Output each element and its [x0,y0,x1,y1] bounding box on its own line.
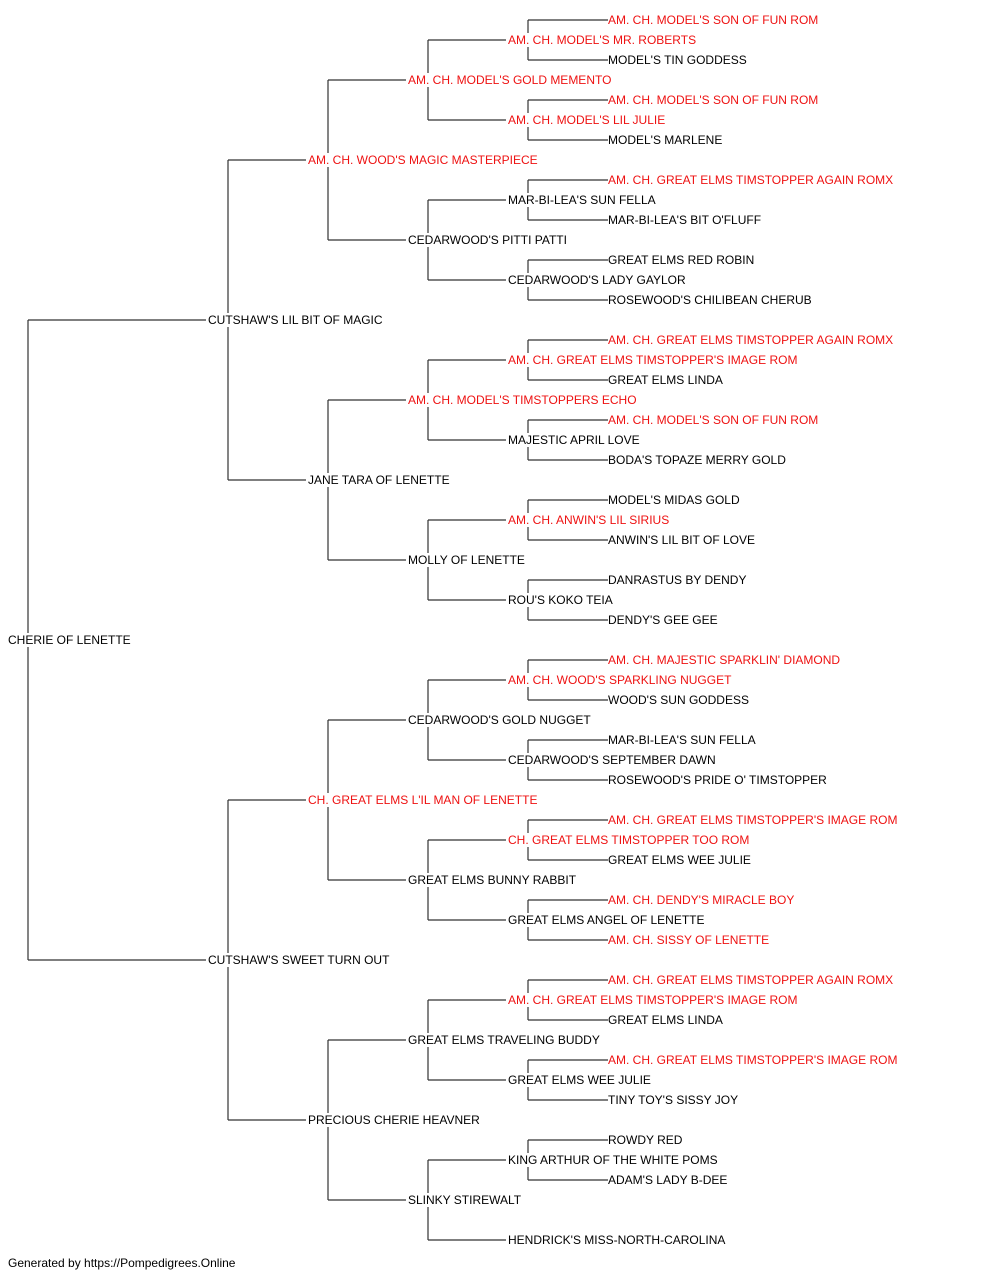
dog-name-gen4[interactable]: ROU'S KOKO TEIA [508,593,613,607]
dog-name-gen4[interactable]: AM. CH. ANWIN'S LIL SIRIUS [508,513,669,527]
dog-name-gen4[interactable]: MAJESTIC APRIL LOVE [508,433,640,447]
dog-name-gen3[interactable]: CEDARWOOD'S PITTI PATTI [408,233,567,247]
dog-name-gen5[interactable]: DANRASTUS BY DENDY [608,573,746,587]
dog-name-gen5[interactable]: MODEL'S TIN GODDESS [608,53,747,67]
dog-name-gen3[interactable]: CEDARWOOD'S GOLD NUGGET [408,713,591,727]
dog-name-gen5[interactable]: DENDY'S GEE GEE [608,613,718,627]
dog-name-gen5[interactable]: AM. CH. MODEL'S SON OF FUN ROM [608,13,818,27]
dog-name-gen5[interactable]: MAR-BI-LEA'S SUN FELLA [608,733,756,747]
dog-name-gen4[interactable]: HENDRICK'S MISS-NORTH-CAROLINA [508,1233,725,1247]
dog-name-gen5[interactable]: AM. CH. MODEL'S SON OF FUN ROM [608,413,818,427]
dog-name-gen3[interactable]: MOLLY OF LENETTE [408,553,525,567]
dog-name-gen5[interactable]: ANWIN'S LIL BIT OF LOVE [608,533,755,547]
dog-name-gen3[interactable]: AM. CH. MODEL'S TIMSTOPPERS ECHO [408,393,637,407]
dog-name-gen3[interactable]: SLINKY STIREWALT [408,1193,522,1207]
dog-name-gen4[interactable]: AM. CH. GREAT ELMS TIMSTOPPER'S IMAGE RO… [508,353,797,367]
dog-name-gen3[interactable]: GREAT ELMS BUNNY RABBIT [408,873,577,887]
dog-name-gen5[interactable]: GREAT ELMS RED ROBIN [608,253,754,267]
dog-name-gen5[interactable]: AM. CH. MAJESTIC SPARKLIN' DIAMOND [608,653,840,667]
dog-name-gen5[interactable]: GREAT ELMS WEE JULIE [608,853,751,867]
dog-name-gen4[interactable]: GREAT ELMS WEE JULIE [508,1073,651,1087]
dog-name-gen3[interactable]: GREAT ELMS TRAVELING BUDDY [408,1033,600,1047]
dog-name-gen4[interactable]: AM. CH. GREAT ELMS TIMSTOPPER'S IMAGE RO… [508,993,797,1007]
dog-name-gen5[interactable]: AM. CH. DENDY'S MIRACLE BOY [608,893,794,907]
dog-name-gen5[interactable]: MODEL'S MARLENE [608,133,722,147]
dog-name-gen4[interactable]: CEDARWOOD'S LADY GAYLOR [508,273,686,287]
dog-name-gen5[interactable]: AM. CH. GREAT ELMS TIMSTOPPER AGAIN ROMX [608,173,893,187]
dog-name-gen5[interactable]: ADAM'S LADY B-DEE [608,1173,727,1187]
dog-name-gen4[interactable]: CH. GREAT ELMS TIMSTOPPER TOO ROM [508,833,749,847]
dog-name-gen3[interactable]: AM. CH. MODEL'S GOLD MEMENTO [408,73,611,87]
dog-name-gen5[interactable]: ROSEWOOD'S PRIDE O' TIMSTOPPER [608,773,827,787]
pedigree-connectors [27,19,608,1241]
pedigree-names: CHERIE OF LENETTE CUTSHAW'S LIL BIT OF MA… [8,13,897,1247]
dog-name-gen0[interactable]: CHERIE OF LENETTE [8,633,131,647]
dog-name-gen5[interactable]: GREAT ELMS LINDA [608,1013,723,1027]
dog-name-gen5[interactable]: AM. CH. MODEL'S SON OF FUN ROM [608,93,818,107]
dog-name-gen1[interactable]: CUTSHAW'S LIL BIT OF MAGIC [208,313,383,327]
dog-name-gen2[interactable]: AM. CH. WOOD'S MAGIC MASTERPIECE [308,153,538,167]
dog-name-gen5[interactable]: AM. CH. GREAT ELMS TIMSTOPPER AGAIN ROMX [608,973,893,987]
dog-name-gen4[interactable]: AM. CH. WOOD'S SPARKLING NUGGET [508,673,732,687]
dog-name-gen5[interactable]: BODA'S TOPAZE MERRY GOLD [608,453,786,467]
dog-name-gen5[interactable]: AM. CH. GREAT ELMS TIMSTOPPER'S IMAGE RO… [608,1053,897,1067]
footer-credit: Generated by https://Pompedigrees.Online [8,1256,236,1270]
dog-name-gen5[interactable]: AM. CH. GREAT ELMS TIMSTOPPER AGAIN ROMX [608,333,893,347]
dog-name-gen4[interactable]: MAR-BI-LEA'S SUN FELLA [508,193,656,207]
dog-name-gen2[interactable]: PRECIOUS CHERIE HEAVNER [308,1113,480,1127]
dog-name-gen5[interactable]: AM. CH. SISSY OF LENETTE [608,933,769,947]
dog-name-gen5[interactable]: ROSEWOOD'S CHILIBEAN CHERUB [608,293,812,307]
dog-name-gen5[interactable]: MAR-BI-LEA'S BIT O'FLUFF [608,213,761,227]
dog-name-gen5[interactable]: ROWDY RED [608,1133,683,1147]
dog-name-gen5[interactable]: AM. CH. GREAT ELMS TIMSTOPPER'S IMAGE RO… [608,813,897,827]
dog-name-gen2[interactable]: CH. GREAT ELMS L'IL MAN OF LENETTE [308,793,537,807]
dog-name-gen5[interactable]: TINY TOY'S SISSY JOY [608,1093,738,1107]
dog-name-gen4[interactable]: KING ARTHUR OF THE WHITE POMS [508,1153,718,1167]
dog-name-gen4[interactable]: CEDARWOOD'S SEPTEMBER DAWN [508,753,716,767]
dog-name-gen4[interactable]: AM. CH. MODEL'S MR. ROBERTS [508,33,696,47]
dog-name-gen1[interactable]: CUTSHAW'S SWEET TURN OUT [208,953,390,967]
dog-name-gen4[interactable]: GREAT ELMS ANGEL OF LENETTE [508,913,705,927]
dog-name-gen5[interactable]: WOOD'S SUN GODDESS [608,693,749,707]
dog-name-gen5[interactable]: MODEL'S MIDAS GOLD [608,493,740,507]
dog-name-gen4[interactable]: AM. CH. MODEL'S LIL JULIE [508,113,665,127]
dog-name-gen5[interactable]: GREAT ELMS LINDA [608,373,723,387]
dog-name-gen2[interactable]: JANE TARA OF LENETTE [308,473,450,487]
